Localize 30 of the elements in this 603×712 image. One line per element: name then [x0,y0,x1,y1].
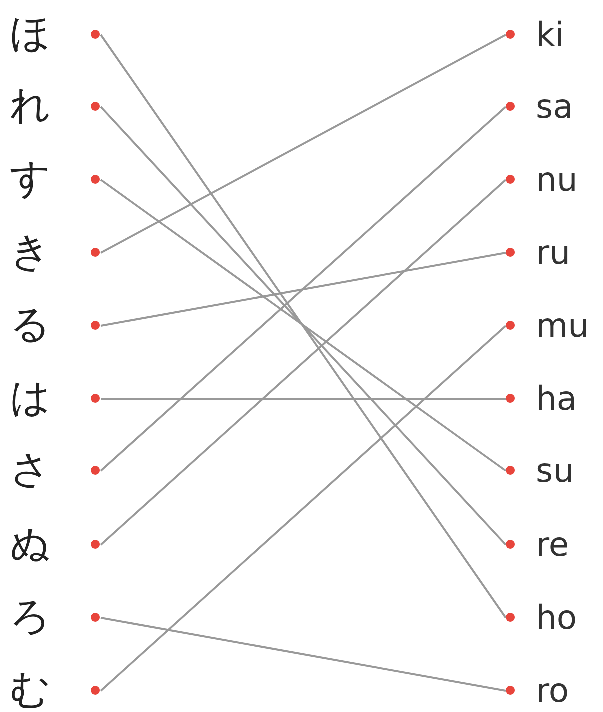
connector-line [100,106,507,472]
connector-line [100,179,507,546]
connector-line [100,34,507,619]
connector-line [100,252,506,327]
romaji-label: ro [536,670,570,712]
kana-label: は [10,374,51,423]
romaji-label: ha [536,378,578,420]
romaji-label: su [536,450,574,492]
kana-label: ぬ [10,520,51,569]
romaji-label: ho [536,597,578,639]
romaji-label: ru [536,232,570,274]
kana-label: む [10,666,51,712]
connector-line [101,398,506,400]
connector-line [100,34,506,254]
romaji-label: ki [536,14,564,56]
kana-label: さ [10,446,51,495]
connector-line [100,617,506,692]
kana-label: き [10,228,51,277]
romaji-label: sa [536,86,574,128]
romaji-label: mu [536,305,590,347]
kana-label: る [10,301,51,350]
kana-label: ろ [10,593,51,642]
romaji-label: re [536,524,570,566]
connector-line [100,325,507,692]
kana-label: す [10,155,51,204]
romaji-label: nu [536,159,578,201]
connector-line [100,179,507,472]
connector-line [100,106,507,546]
kana-label: れ [10,82,51,131]
kana-label: ほ [10,10,51,59]
